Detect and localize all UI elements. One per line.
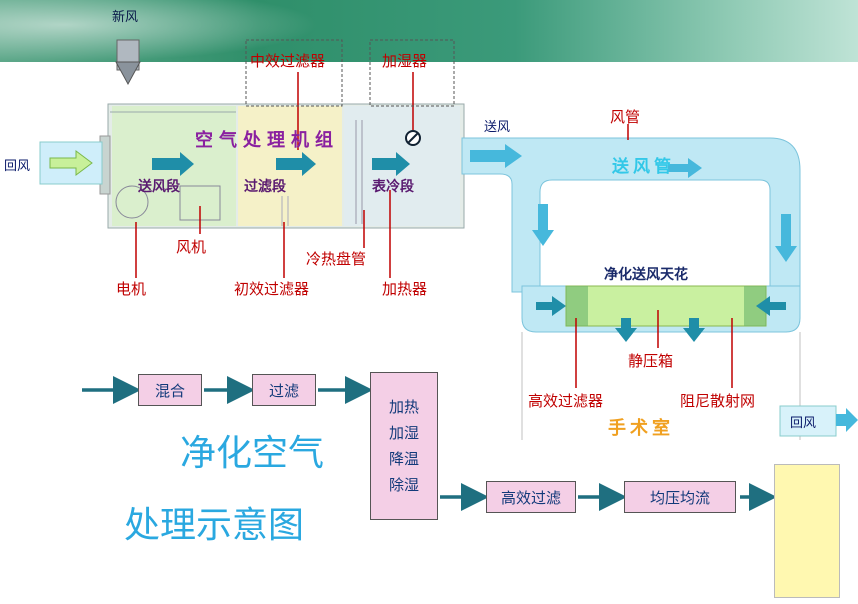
- section-filter: 过滤段: [244, 179, 286, 195]
- supply-arrow-icon: [470, 144, 522, 168]
- return-air-duct-right: [779, 405, 837, 437]
- plenum-arrow-icon: [536, 296, 566, 316]
- flowchart-arrows: [82, 376, 777, 511]
- return-air-left-label: 回风: [4, 159, 31, 174]
- fresh-air-label: 新风: [112, 10, 139, 25]
- duct-label: 风管: [610, 108, 641, 126]
- header-banner: [0, 0, 858, 62]
- supply-air-label: 送风: [484, 120, 511, 135]
- down-arrow-icon: [683, 318, 705, 342]
- return-arrow-icon: [49, 150, 93, 176]
- return-arrow-icon: [836, 408, 858, 432]
- pre-filter-label: 初效过滤器: [234, 280, 310, 298]
- callout-lines: [135, 72, 733, 388]
- flow-arrow-icon: [372, 152, 410, 176]
- hepa-label: 高效过滤器: [528, 392, 604, 410]
- treatment-box: 加热 加湿 降温 除湿: [370, 372, 438, 520]
- coil-label: 冷热盘管: [306, 250, 367, 268]
- supply-duct: [461, 137, 801, 293]
- down-arrow-icon: [532, 204, 554, 246]
- treat-heat: 加热: [388, 398, 419, 416]
- title-line-1: 净化空气: [180, 433, 325, 474]
- operating-room-block: [774, 464, 840, 598]
- fresh-air-arrow: [115, 61, 141, 86]
- plenum-label: 静压箱: [628, 352, 674, 370]
- section-coil: 表冷段: [372, 179, 414, 195]
- flow-arrow-icon: [276, 152, 316, 176]
- hepa-filter-right: [744, 286, 766, 326]
- duct-arrow-icon: [668, 158, 702, 178]
- fan-label: 风机: [176, 238, 207, 256]
- title-line-2: 处理示意图: [124, 505, 305, 546]
- equalize-box: 均压均流: [624, 481, 736, 513]
- section-supply: 送风段: [138, 179, 180, 195]
- callout-frame: [369, 39, 455, 107]
- mix-box: 混合: [138, 374, 202, 406]
- humidifier-label: 加湿器: [382, 52, 428, 70]
- plenum-arrow-icon: [756, 296, 786, 316]
- return-air-right-label: 回风: [790, 416, 817, 431]
- callout-frame: [245, 39, 343, 107]
- duct-name: 送风管: [612, 157, 675, 177]
- down-arrow-icon: [615, 318, 637, 342]
- damper-label: 阻尼散射网: [680, 392, 756, 410]
- hepa-filter-box: 高效过滤: [486, 481, 576, 513]
- banner-glow: [0, 0, 320, 62]
- down-arrow-icon: [775, 214, 797, 262]
- room-label: 手术室: [608, 418, 674, 439]
- heater-label: 加热器: [382, 280, 428, 298]
- hepa-filter-left: [566, 286, 588, 326]
- motor-label: 电机: [116, 280, 147, 298]
- ceiling-title: 净化送风天花: [604, 267, 688, 283]
- static-pressure-box: [565, 285, 767, 327]
- treat-cool: 降温: [388, 450, 419, 468]
- ahu-title: 空气处理机组: [195, 130, 339, 151]
- treat-dehumidify: 除湿: [388, 476, 419, 494]
- filter-box: 过滤: [252, 374, 316, 406]
- flow-arrow-icon: [152, 152, 194, 176]
- treat-humidify: 加湿: [388, 424, 419, 442]
- mid-filter-label: 中效过滤器: [250, 52, 326, 70]
- motor-sketch: [115, 185, 149, 219]
